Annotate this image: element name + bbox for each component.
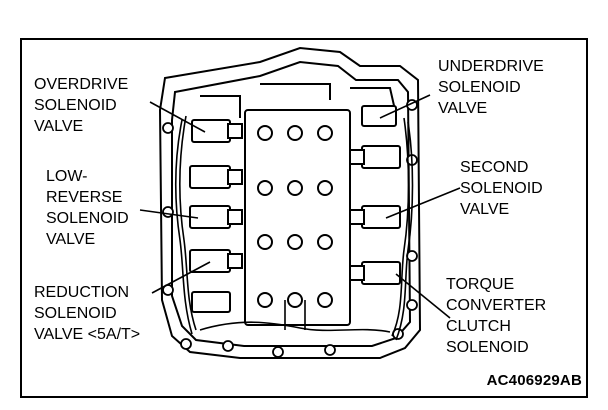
figure-code: AC406929AB [486, 372, 582, 389]
figure-frame [20, 38, 588, 398]
